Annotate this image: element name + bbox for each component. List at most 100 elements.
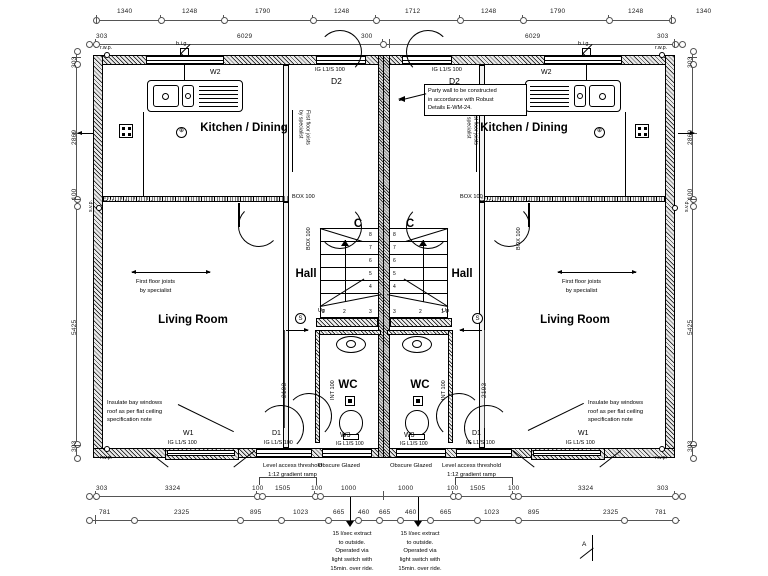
door-arc-cupboard-right[interactable]	[406, 205, 450, 249]
door-leaf-kitchen-right[interactable]	[528, 203, 530, 227]
dim-node	[158, 17, 165, 24]
dim-b2-3: 895	[250, 509, 262, 516]
window-w2-right[interactable]	[544, 56, 622, 64]
appliance-dot-right-3	[638, 133, 641, 136]
rwp-label-top-right: r.w.p.	[655, 45, 668, 51]
window-w3-right[interactable]	[396, 449, 446, 457]
bay-glazing-left[interactable]	[167, 450, 235, 456]
window-label-w3-left: W3	[340, 432, 351, 439]
front-door-d1-left[interactable]	[256, 449, 312, 457]
room-label-kitchen-left: Kitchen / Dining	[200, 122, 288, 134]
ceiling-light-symbol-left: ⊕	[176, 127, 187, 138]
dim-node	[679, 493, 686, 500]
dim-tick	[72, 57, 81, 58]
party-wall-note-arrow	[398, 96, 405, 102]
wall-wc-right-right	[448, 330, 453, 443]
rear-door-arc-d2-left[interactable]	[318, 30, 362, 74]
drainer-rib-r	[530, 102, 569, 103]
window-label-w2-left: W2	[210, 69, 221, 76]
lintel-label-w1-left: IG L1/S 100	[168, 440, 197, 446]
dim-top-1: 1340	[117, 8, 133, 15]
bay-glazing-right[interactable]	[533, 450, 601, 456]
window-w2-left[interactable]	[146, 56, 224, 64]
dim-node	[380, 41, 387, 48]
party-wall-cavity	[383, 55, 384, 458]
dim-tick	[674, 39, 675, 48]
dim-node	[672, 493, 679, 500]
big-label-left: b.i.g.	[176, 41, 188, 47]
bottom-dim-line-2	[88, 520, 680, 521]
front-door-d1-right[interactable]	[456, 449, 512, 457]
lintel-label-w3-right: IG L1/S 100	[400, 441, 428, 447]
wc-cistern-right	[409, 434, 425, 440]
dim-node	[86, 41, 93, 48]
dim-tick	[688, 199, 697, 200]
rear-door-arc-d2-right[interactable]	[406, 30, 450, 74]
dim-node	[355, 517, 362, 524]
drainer-rib-r	[530, 94, 569, 95]
wc-basin-bowl-right	[412, 340, 422, 348]
stair-base-hatch-right	[390, 318, 452, 327]
dim-right-4: 5425	[687, 319, 694, 335]
dim-node	[672, 517, 679, 524]
dim-node	[317, 493, 324, 500]
stair-tread-left	[320, 293, 378, 294]
appliance-dot-left-3	[122, 133, 125, 136]
extract-leader-right	[418, 497, 419, 525]
dim-top-inner-left: 6029	[237, 33, 253, 40]
wc-cistern-left	[343, 434, 359, 440]
lintel-label-d2-left: IG L1/S 100	[315, 67, 345, 73]
dim-node	[455, 493, 462, 500]
drainer-rib	[199, 102, 238, 103]
left-arrow	[77, 131, 94, 135]
drainer-rib	[199, 90, 238, 91]
rwp-symbol-bottom-right	[659, 446, 665, 452]
dim-node	[690, 441, 697, 448]
lintel-label-w1-right: IG L1/S 100	[566, 440, 595, 446]
stair-num-4-left: 4	[369, 284, 372, 290]
rwp-symbol-top-left	[104, 52, 110, 58]
door-leaf-kitchen-left[interactable]	[238, 203, 240, 227]
stair-num-3-left: 3	[369, 309, 372, 315]
appliance-dot-left-4	[128, 133, 131, 136]
dim-node	[131, 517, 138, 524]
dim-node	[427, 517, 434, 524]
dim-node	[74, 455, 81, 462]
svp-symbol-right	[672, 205, 678, 211]
room-label-wc-right: WC	[410, 379, 430, 391]
dim-bracket-left	[259, 477, 317, 485]
dim-b2-6: 460	[358, 509, 370, 516]
right-dim-line	[692, 50, 693, 458]
dim-b1-4: 1505	[275, 485, 291, 492]
dim-node	[690, 61, 697, 68]
rwp-symbol-top-right	[659, 52, 665, 58]
wc-extract-fan-dot-right	[416, 399, 420, 403]
party-wall	[378, 55, 390, 458]
insulation-left-1	[103, 196, 288, 202]
window-w3-left[interactable]	[322, 449, 372, 457]
lintel-box-vert-left: BOX 100	[306, 227, 312, 250]
dim-top-inner-right2: 303	[657, 33, 669, 40]
dim-tick	[96, 15, 97, 24]
lintel-box-right: BOX 100	[460, 194, 483, 200]
stair-tread-left	[320, 280, 378, 281]
stair-tread-left	[320, 241, 378, 242]
dim-b2-1: 781	[99, 509, 111, 516]
joist-span-line-left	[292, 110, 293, 172]
dim-node	[621, 517, 628, 524]
door-label-d1-left: D1	[272, 430, 281, 437]
dim-node	[86, 517, 93, 524]
dim-b2-13: 781	[655, 509, 667, 516]
dim-b2-5: 665	[333, 509, 345, 516]
door-arc-kitchen-left[interactable]	[238, 205, 280, 247]
bottom-dim-line-1	[88, 496, 680, 497]
dim-top-inner-left2: 300	[361, 33, 373, 40]
door-arc-kitchen-right[interactable]	[488, 205, 530, 247]
dim-tick	[688, 445, 697, 446]
extract-note-left: 15 l/sec extract to outside. Operated vi…	[330, 531, 374, 572]
wc-basin-bowl-left	[346, 340, 356, 348]
dim-node	[679, 41, 686, 48]
big-drop-right	[586, 57, 587, 81]
window-label-w1-right: W1	[578, 430, 589, 437]
